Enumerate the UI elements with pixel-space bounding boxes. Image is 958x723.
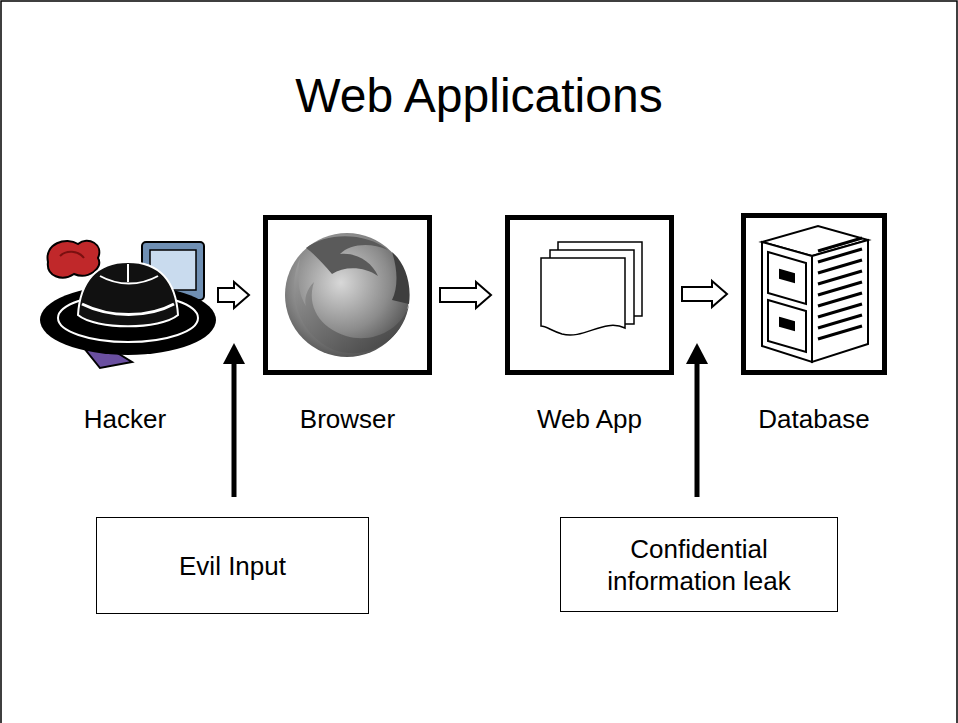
callout-box: Evil Input (96, 517, 369, 614)
icon-frame (40, 232, 210, 360)
box-border: Confidential information leak (560, 517, 838, 612)
component-box: Browser (263, 215, 432, 375)
pointer-arrow (223, 343, 245, 497)
component-box: Web App (505, 215, 674, 375)
browser-logo (285, 233, 410, 357)
icon-frame (741, 213, 887, 375)
cabinet-stripe (818, 271, 862, 284)
flow-arrow (218, 282, 249, 308)
flow-arrow (440, 282, 491, 308)
callout-text: Confidential information leak (561, 533, 837, 597)
icon-frame (505, 215, 674, 375)
pointer-arrow (686, 343, 708, 497)
box-border: Evil Input (96, 517, 369, 614)
callout-text: Evil Input (163, 550, 302, 582)
flow-arrow (682, 281, 727, 307)
hollow-arrow (218, 282, 249, 308)
node-label: Hacker (0, 403, 270, 435)
callout-box: Confidential information leak (560, 517, 838, 612)
web-app-pages (541, 242, 642, 335)
slide-title: Web Applications (0, 68, 958, 124)
node-label: Browser (203, 403, 492, 435)
component-box: Database (741, 213, 887, 375)
cabinet-stripe (818, 260, 862, 273)
cabinet-stripe (818, 282, 862, 295)
cabinet-stripe (818, 326, 862, 339)
actor-icon: Hacker (40, 232, 210, 360)
icon-frame (263, 215, 432, 375)
cabinet-stripe (818, 315, 862, 328)
database-cabinet (762, 226, 868, 362)
hollow-arrow (682, 281, 727, 307)
cabinet-stripe (818, 304, 862, 317)
hacker-clipart (40, 241, 216, 368)
cabinet-stripe (818, 293, 862, 306)
hollow-arrow (440, 282, 491, 308)
node-label: Web App (445, 403, 734, 435)
node-label: Database (681, 403, 947, 435)
cabinet-stripe (818, 238, 862, 251)
cabinet-stripe (818, 249, 862, 262)
